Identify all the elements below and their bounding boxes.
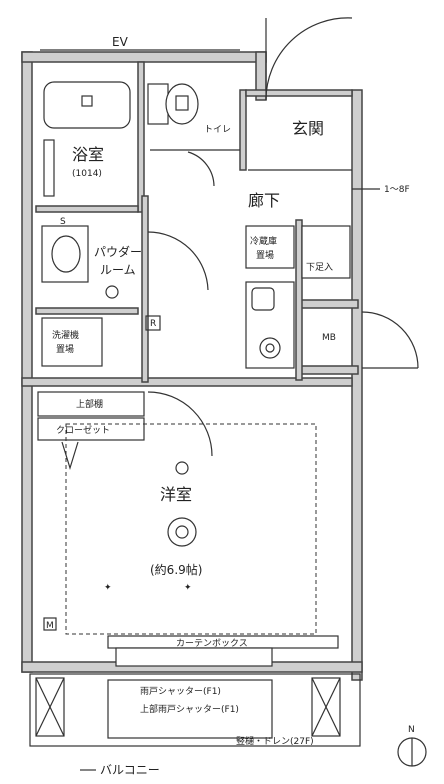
powder-room-label-1: パウダー bbox=[94, 244, 142, 259]
s-marker: S bbox=[60, 217, 66, 227]
sliding-window bbox=[115, 647, 273, 667]
toilet-lid bbox=[175, 95, 189, 111]
interior-walls bbox=[35, 61, 353, 383]
bath-drain-icon bbox=[81, 95, 93, 107]
fridge-area bbox=[245, 225, 295, 269]
curtain-box-label: カーテンボックス bbox=[176, 638, 248, 649]
bathroom: 浴室 (1014) bbox=[43, 81, 131, 197]
washing-label-1: 洗濯機 bbox=[52, 329, 79, 341]
ev-label: EV bbox=[112, 35, 129, 49]
mb-label: MB bbox=[322, 333, 336, 343]
balcony: 雨戸シャッター(F1) 上部雨戸シャッター(F1) 竪樋・ドレン(27F) バル… bbox=[29, 673, 361, 777]
ceiling-light-icon-room bbox=[175, 461, 189, 475]
shoe-box-cabinet bbox=[301, 225, 351, 279]
drain-note: 竪樋・ドレン(27F) bbox=[236, 735, 314, 747]
outlet-icon-2: ✦ bbox=[184, 583, 192, 593]
closet-label: クローゼット bbox=[56, 424, 110, 436]
entrance-label: 玄関 bbox=[292, 119, 324, 138]
entrance-door-swing bbox=[265, 17, 353, 101]
sink-icon bbox=[51, 235, 81, 273]
washing-machine-area: 洗濯機 置場 R bbox=[41, 315, 161, 367]
upper-shelf bbox=[37, 391, 145, 417]
ceiling-light-icon bbox=[105, 285, 119, 299]
svg-text:N: N bbox=[408, 725, 415, 735]
north-arrow-icon: N bbox=[397, 725, 427, 767]
washing-label-2: 置場 bbox=[56, 343, 74, 355]
western-room-label: 洋室 bbox=[160, 485, 192, 504]
powder-door-swing bbox=[147, 231, 209, 291]
fridge-label-2: 置場 bbox=[256, 249, 274, 261]
bathroom-label: 浴室 bbox=[72, 145, 104, 164]
bathroom-size-label: (1014) bbox=[72, 169, 102, 179]
shutter-unit bbox=[107, 679, 273, 739]
toilet-door-swing bbox=[187, 151, 215, 187]
toilet-label: トイレ bbox=[204, 125, 231, 135]
kitchen: 冷蔵庫 置場 bbox=[245, 225, 295, 369]
outlet-icon-1: ✦ bbox=[104, 583, 112, 593]
room-size-label: (約6.9帖) bbox=[150, 562, 202, 577]
room-door-swing bbox=[147, 391, 213, 457]
fridge-label-1: 冷蔵庫 bbox=[250, 235, 277, 247]
washing-machine-pan bbox=[41, 317, 103, 367]
upper-shelf-label: 上部棚 bbox=[76, 398, 103, 410]
powder-room-label-2: ルーム bbox=[100, 263, 136, 277]
toilet: トイレ bbox=[147, 83, 240, 187]
m-marker: M bbox=[46, 621, 54, 631]
mb-door-swing bbox=[361, 311, 419, 369]
closet-door-swing bbox=[61, 441, 79, 471]
balcony-label: バルコニー bbox=[100, 763, 160, 777]
shower-icon bbox=[43, 139, 55, 197]
entrance: 玄関 bbox=[248, 17, 353, 171]
meter-box: MB bbox=[322, 311, 419, 369]
room-ceiling-outline bbox=[65, 423, 317, 635]
r-marker: R bbox=[150, 319, 156, 329]
hallway-label: 廊下 bbox=[248, 191, 280, 210]
shoe-box: 下足入 bbox=[301, 225, 351, 279]
outer-walls bbox=[21, 51, 363, 681]
floor-range-label: 1～8F bbox=[384, 185, 410, 195]
closet: 上部棚 クローゼット bbox=[37, 391, 213, 471]
powder-room: パウダー ルーム S bbox=[41, 217, 209, 299]
kitchen-sink-icon bbox=[251, 287, 275, 311]
shutter-note: 雨戸シャッター(F1) bbox=[140, 686, 221, 697]
toilet-tank bbox=[147, 83, 169, 125]
shoe-box-label: 下足入 bbox=[306, 262, 333, 273]
western-room: 洋室 (約6.9帖) ✦ ✦ M bbox=[43, 423, 317, 635]
window-area: カーテンボックス bbox=[107, 635, 339, 667]
shutter-note-2: 上部雨戸シャッター(F1) bbox=[140, 703, 239, 715]
